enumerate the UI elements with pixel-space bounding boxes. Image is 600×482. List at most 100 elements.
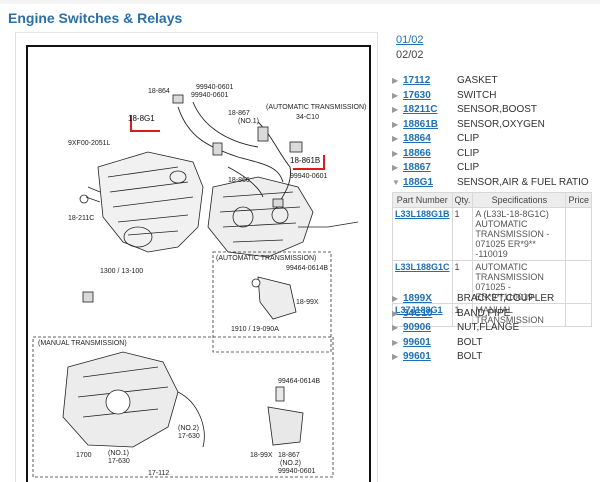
col-price: Price	[565, 192, 592, 208]
arrow-icon: ▶	[392, 323, 399, 332]
diagram-label: 1300 / 13-100	[100, 268, 143, 275]
arrow-icon: ▼	[392, 177, 400, 187]
parts-diagram[interactable]: 18-864 99940-0601 18-8G1 18-867 (NO.1) 9…	[26, 45, 371, 482]
diagram-label: (NO.2)	[280, 460, 301, 467]
spec-cell: A (L33L-18-8G1C) AUTOMATIC TRANSMISSION …	[472, 207, 567, 261]
part-number-link[interactable]: L33L188G1B	[392, 207, 453, 261]
part-row: ▶ 17112 GASKET	[392, 74, 597, 89]
arrow-icon: ▶	[392, 105, 399, 114]
diagram-label: 9XF00-2051L	[68, 140, 111, 147]
arrow-icon: ▶	[392, 337, 399, 347]
diagram-label: 18-864	[148, 88, 170, 95]
part-description: BOLT	[457, 351, 483, 362]
spec-cell: AUTOMATIC TRANSMISSION 071025 - ER*9**11…	[472, 260, 567, 304]
diagram-label: 18-867	[228, 110, 250, 117]
part-description: CLIP	[457, 147, 480, 159]
at-bracket-box	[212, 251, 332, 353]
part-row: ▶ 99601 BOLT	[392, 336, 597, 351]
diagram-label: 99940-0601	[278, 468, 315, 475]
part-code-link[interactable]: 34C10	[403, 307, 433, 319]
diagram-label: 17-630	[108, 458, 130, 465]
col-qty: Qty.	[451, 192, 474, 208]
part-code-link[interactable]: 17112	[403, 75, 431, 86]
part-number-link[interactable]: L33L188G1C	[392, 260, 453, 304]
part-description: SENSOR,BOOST	[457, 104, 538, 115]
diagram-label: 18-861B	[290, 156, 320, 165]
table-row: L33L188G1C 1 AUTOMATIC TRANSMISSION 0710…	[392, 260, 592, 304]
arrow-icon: ▶	[392, 294, 399, 303]
part-spec-table: Part Number Qty. Specifications Price L3…	[392, 192, 592, 327]
price-cell	[565, 207, 592, 261]
part-code-link[interactable]: 18867	[403, 162, 431, 173]
diagram-label: 18-8G1	[128, 114, 155, 123]
part-row: ▶ 18211C SENSOR,BOOST	[392, 103, 597, 118]
spec-cell: MANUAL TRANSMISSION	[472, 303, 567, 327]
page-link-current[interactable]: 01/02	[396, 34, 424, 46]
col-part-number: Part Number	[392, 192, 453, 208]
diagram-label: (MANUAL TRANSMISSION)	[38, 340, 127, 347]
turbo-drawing	[207, 176, 359, 258]
mt-bracket-drawing	[267, 386, 304, 446]
price-cell	[565, 303, 592, 327]
red-highlight-marks	[130, 115, 325, 170]
qty-cell: 1	[451, 207, 474, 261]
diagram-label: 99464-0614B	[278, 378, 320, 385]
parts-diagram-frame: 18-864 99940-0601 18-8G1 18-867 (NO.1) 9…	[15, 32, 378, 482]
part-row: ▶ 17630 SWITCH	[392, 89, 597, 104]
part-description: GASKET	[457, 75, 498, 86]
page-label-other[interactable]: 02/02	[396, 49, 424, 61]
arrow-icon: ▶	[392, 148, 399, 158]
part-code-link[interactable]: 18211C	[403, 104, 438, 115]
top-strip	[0, 0, 600, 4]
mt-box	[32, 336, 334, 478]
parts-list-top: ▶ 17112 GASKET ▶ 17630 SWITCH ▶ 18211C SENSOR,…	[392, 74, 597, 190]
arrow-icon: ▶	[392, 76, 399, 85]
part-row: ▶ 18867 CLIP	[392, 161, 597, 176]
diagram-label: 18-99X	[250, 452, 273, 459]
part-row: ▶ 18866 CLIP	[392, 147, 597, 162]
arrow-icon: ▶	[392, 90, 399, 100]
diagram-label: 99940-0601	[191, 92, 228, 99]
part-description: SENSOR,AIR & FUEL RATIO	[457, 176, 589, 188]
diagram-label: 1700	[76, 452, 92, 459]
diagram-label: (AUTOMATIC TRANSMISSION)	[266, 104, 366, 111]
intake-manifold-drawing	[79, 151, 204, 253]
at-bracket-drawing	[251, 276, 297, 320]
part-description: BOLT	[457, 336, 483, 348]
diagram-label: 18-99X	[296, 299, 319, 306]
part-code-link[interactable]: 18861B	[403, 118, 439, 130]
part-code-link[interactable]: 18866	[403, 147, 431, 159]
part-code-link[interactable]: 90906	[403, 322, 431, 333]
col-specifications: Specifications	[472, 192, 567, 208]
diagram-label: 99940-0601	[196, 84, 233, 91]
part-code-link[interactable]: 188G1	[403, 176, 434, 188]
diagram-label: 17-112	[148, 470, 169, 477]
arrow-icon: ▶	[392, 134, 399, 143]
connectors	[82, 94, 303, 303]
part-code-link[interactable]: 18864	[403, 133, 431, 144]
arrow-icon: ▶	[392, 119, 399, 129]
diagram-label: 18-866	[228, 177, 250, 184]
spec-table-header: Part Number Qty. Specifications Price	[392, 192, 592, 208]
parts-diagram-svg: 18-864 99940-0601 18-8G1 18-867 (NO.1) 9…	[32, 84, 366, 478]
part-description: SWITCH	[457, 89, 497, 101]
diagram-label: 18-867	[278, 452, 300, 459]
arrow-icon: ▶	[392, 163, 399, 172]
part-code-link[interactable]: 17630	[403, 89, 431, 101]
part-description: CLIP	[457, 162, 480, 173]
part-code-link[interactable]: 99601	[403, 336, 431, 348]
part-code-link[interactable]: 99601	[403, 351, 431, 362]
part-number-link[interactable]: L37J188G1	[392, 303, 453, 327]
harness-wires	[177, 101, 291, 208]
page-title: Engine Switches & Relays	[8, 10, 183, 26]
diagram-label: (NO.1)	[238, 118, 259, 125]
price-cell	[565, 260, 592, 304]
diagram-label: (NO.1)	[108, 450, 129, 457]
part-description: BAND,PIPE	[457, 307, 511, 319]
part-code-link[interactable]: 1899X	[403, 293, 432, 304]
